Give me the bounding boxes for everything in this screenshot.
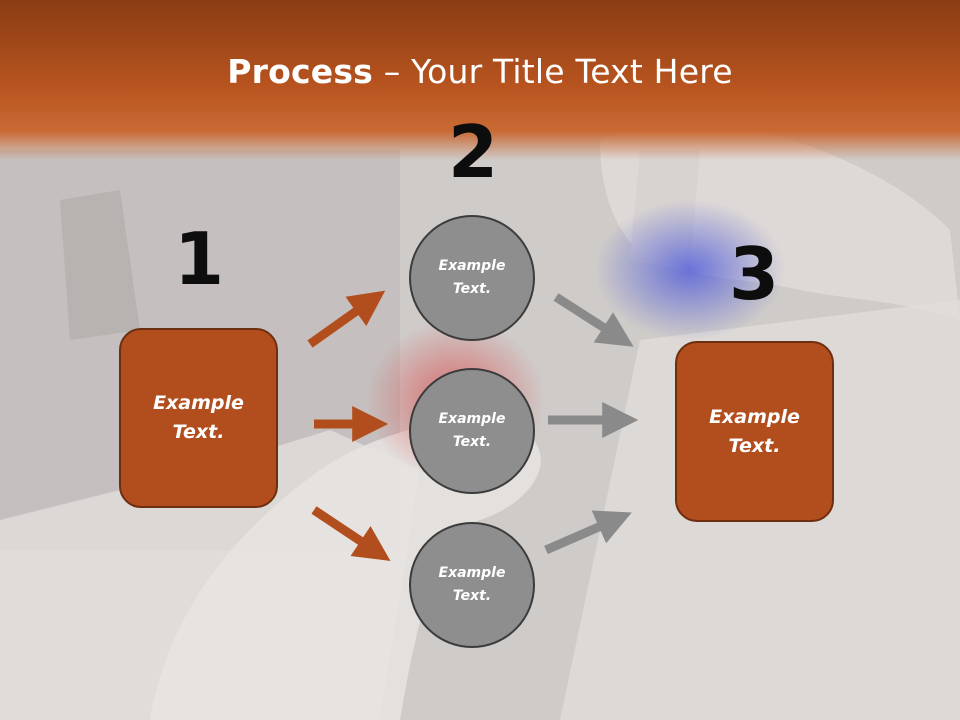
right-process-box: Example Text. bbox=[675, 341, 834, 522]
circle-1-text: Example Text. bbox=[438, 258, 506, 297]
step-number-3: 3 bbox=[728, 232, 780, 316]
circle-3-text: Example Text. bbox=[438, 565, 506, 604]
circle-2-text: Example Text. bbox=[438, 411, 506, 450]
circle-1: Example Text. bbox=[409, 215, 535, 341]
step-number-1: 1 bbox=[173, 217, 225, 301]
left-process-box: Example Text. bbox=[119, 328, 278, 508]
circle-2: Example Text. bbox=[409, 368, 535, 494]
step-number-2: 2 bbox=[447, 110, 499, 194]
circle-3: Example Text. bbox=[409, 522, 535, 648]
right-box-text: Example Text. bbox=[709, 405, 800, 457]
title-bold: Process bbox=[227, 52, 374, 91]
arrow-to-circle-3 bbox=[311, 506, 391, 561]
slide-title: Process – Your Title Text Here bbox=[0, 52, 960, 91]
left-box-text: Example Text. bbox=[153, 392, 244, 443]
arrow-from-circle-1 bbox=[553, 293, 634, 347]
arrow-from-circle-3 bbox=[544, 510, 632, 555]
title-rest: – Your Title Text Here bbox=[373, 52, 733, 91]
arrow-to-circle-1 bbox=[307, 290, 386, 348]
